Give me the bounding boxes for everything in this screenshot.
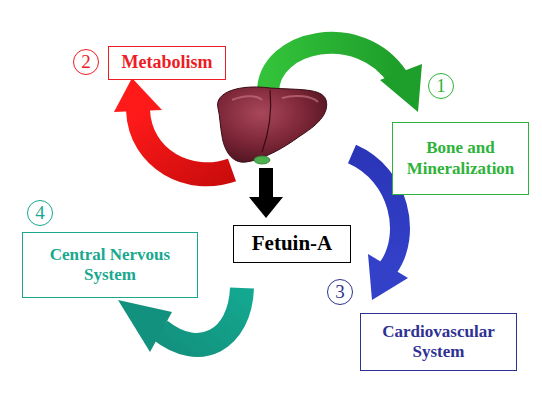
callout-number: 3: [327, 279, 353, 305]
category-box: Central Nervous System: [22, 232, 198, 298]
callout-number: 1: [428, 73, 454, 99]
node-text: Metabolism: [122, 52, 213, 74]
node-text: Cardiovascular System: [367, 322, 510, 363]
node-text: Bone and Mineralization: [399, 138, 522, 179]
callout-number: 2: [73, 49, 99, 75]
callout-number: 4: [27, 200, 53, 226]
callout-number-text: 3: [335, 281, 345, 303]
category-box: Bone and Mineralization: [392, 122, 529, 195]
black-down-arrow: [249, 168, 283, 218]
node-text: Fetuin-A: [252, 231, 333, 256]
protein-box: Fetuin-A: [233, 225, 351, 263]
category-box: Cardiovascular System: [360, 313, 517, 371]
category-box: Metabolism: [108, 46, 226, 80]
callout-number-text: 2: [81, 51, 91, 73]
node-text: Central Nervous System: [29, 245, 191, 286]
liver-illustration: [218, 87, 327, 164]
red-curved-arrow: [114, 78, 232, 174]
callout-number-text: 1: [436, 75, 446, 97]
callout-number-text: 4: [35, 202, 45, 224]
